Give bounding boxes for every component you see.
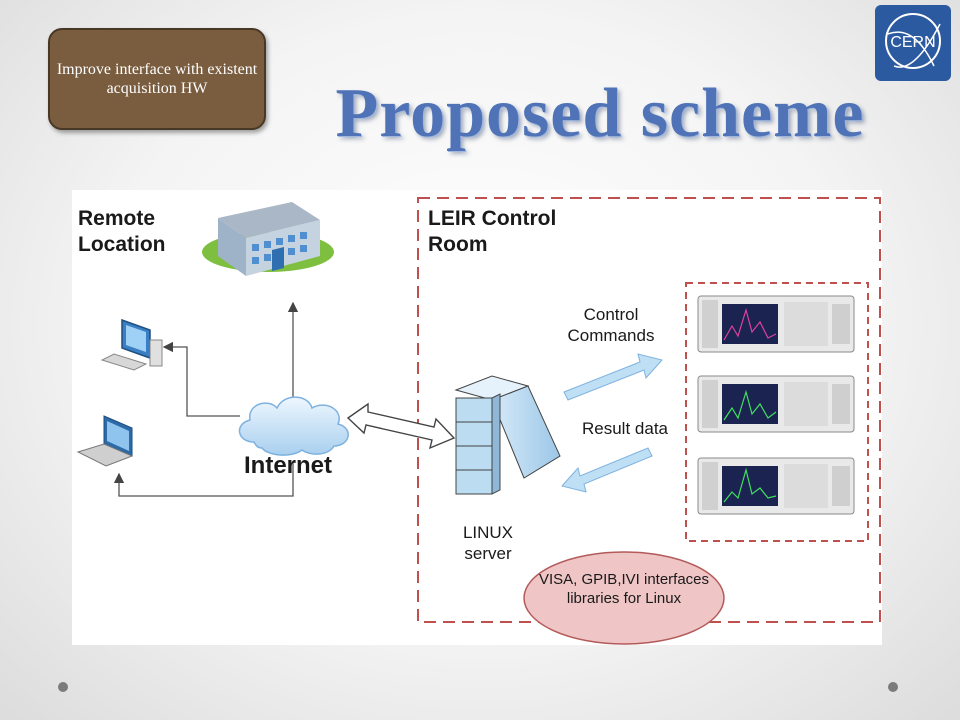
linux-server-label: LINUX server: [462, 523, 514, 563]
slide-dot-left: [58, 682, 68, 692]
signal-analyzer-icon: [697, 375, 855, 433]
internet-label: Internet: [244, 452, 333, 479]
library-ellipse: [523, 551, 725, 645]
callout-text: Improve interface with existent acquisit…: [56, 61, 258, 97]
building-icon: [202, 202, 334, 276]
slide-dot-right: [888, 682, 898, 692]
bidirectional-arrow: [346, 402, 456, 450]
desktop-computer-icon: [100, 318, 163, 371]
signal-analyzer-icon: [697, 295, 855, 353]
result-data-arrow: [561, 447, 653, 493]
result-data-label: Result data: [582, 419, 668, 438]
improve-interface-callout: Improve interface with existent acquisit…: [48, 28, 266, 130]
remote-location-label: Remote Location: [78, 207, 166, 256]
control-commands-arrow: [563, 353, 663, 401]
cern-logo-text: CERN: [890, 34, 935, 51]
libraries-label: VISA, GPIB,IVI interfaces libraries for …: [538, 571, 710, 607]
control-room-boundary: [417, 197, 881, 623]
signal-analyzer-icon: [697, 457, 855, 515]
scheme-diagram: Remote Location LEIR Control Room Intern…: [72, 190, 882, 645]
cern-logo: CERN: [874, 4, 952, 82]
internet-cloud-icon: [238, 396, 349, 456]
laptop-icon: [76, 415, 134, 467]
control-room-label: LEIR Control Room: [428, 207, 557, 256]
signal-analyzer-group: [697, 295, 855, 515]
instrument-rack-boundary: [685, 282, 869, 542]
linux-server-icon: [454, 375, 561, 495]
control-commands-label: Control Commands: [567, 305, 655, 345]
page-title: Proposed scheme: [335, 75, 865, 152]
